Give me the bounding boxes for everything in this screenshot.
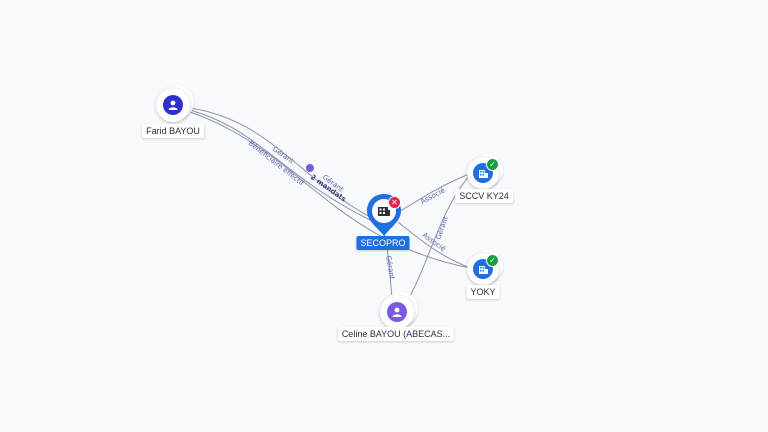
- node-label-secopro: SECOPRO: [356, 236, 410, 250]
- edge-farid-secopro-1[interactable]: [189, 107, 373, 219]
- edge-marker-icon: [306, 164, 314, 172]
- error-badge-icon: ✕: [388, 196, 401, 209]
- node-label-celine: Celine BAYOU (ABECAS...: [337, 327, 455, 341]
- node-label-yoky: YOKY: [466, 285, 500, 299]
- edge-farid-secopro-2[interactable]: [189, 109, 371, 221]
- edge-secopro-sccv[interactable]: [397, 172, 473, 213]
- node-label-farid: Farid BAYOU: [142, 124, 204, 138]
- verified-badge-icon: ✓: [486, 254, 499, 267]
- edge-farid-yoky[interactable]: [189, 111, 471, 269]
- person-icon: [163, 95, 183, 115]
- person-icon: [387, 302, 407, 322]
- edge-label-associe-sccv: Associé: [419, 186, 446, 205]
- edge-label-gerant-celine-sccv: Gérant: [434, 215, 450, 241]
- edge-label-gerant-celine: Gérant: [384, 255, 396, 280]
- verified-badge-icon: ✓: [486, 158, 499, 171]
- node-label-sccv: SCCV KY24: [455, 189, 513, 203]
- edge-celine-sccv[interactable]: [407, 174, 471, 301]
